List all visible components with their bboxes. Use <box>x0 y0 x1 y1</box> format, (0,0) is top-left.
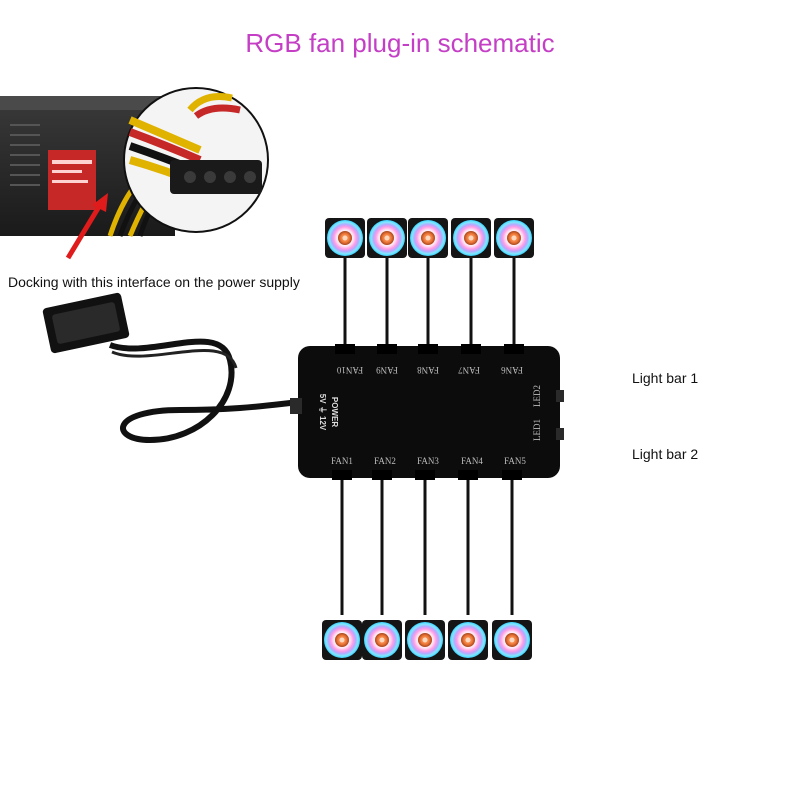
hub-power-cable <box>108 338 301 444</box>
rgb-fan-icon <box>451 218 491 258</box>
port-label-fan4: FAN4 <box>461 456 483 466</box>
rgb-fan-icon <box>492 620 532 660</box>
port-label-led1: LED1 <box>532 419 542 441</box>
top-fan-wires <box>343 255 516 350</box>
bottom-fans <box>322 620 532 660</box>
power-voltage-label: 5V ⏚ 12V <box>318 394 327 431</box>
port-label-fan6: FAN6 <box>501 365 523 375</box>
led1-jack <box>556 428 564 440</box>
rgb-fan-icon <box>367 218 407 258</box>
psu-vent-grille <box>10 124 40 186</box>
red-arrow-pointer <box>65 193 108 260</box>
rgb-fan-icon <box>362 620 402 660</box>
page-title: RGB fan plug-in schematic <box>245 28 555 58</box>
hub-power-jack <box>290 398 302 414</box>
port-label-fan10: FAN10 <box>336 365 363 375</box>
port-label-fan9: FAN9 <box>376 365 398 375</box>
port-label-fan1: FAN1 <box>331 456 353 466</box>
led2-jack <box>556 390 564 402</box>
bottom-fan-wires <box>340 478 514 615</box>
port-label-fan5: FAN5 <box>504 456 526 466</box>
port-label-fan7: FAN7 <box>458 365 480 375</box>
port-label-fan3: FAN3 <box>417 456 439 466</box>
top-fans <box>325 218 534 258</box>
top-port-connectors <box>335 344 524 354</box>
light-bar-1-label: Light bar 1 <box>632 370 699 386</box>
port-label-led2: LED2 <box>532 385 542 407</box>
rgb-fan-icon <box>408 218 448 258</box>
bottom-port-connectors <box>332 470 522 480</box>
molex-zoom-view <box>123 87 269 233</box>
psu-interface-caption: Docking with this interface on the power… <box>8 274 300 290</box>
rgb-fan-icon <box>325 218 365 258</box>
rgb-fan-icon <box>405 620 445 660</box>
rgb-fan-icon <box>322 620 362 660</box>
port-label-fan8: FAN8 <box>417 365 439 375</box>
hub-molex-plug <box>42 292 130 354</box>
power-label: POWER <box>330 397 339 427</box>
rgb-fan-icon <box>448 620 488 660</box>
port-label-fan2: FAN2 <box>374 456 396 466</box>
molex-connector <box>170 160 262 194</box>
fan-hub-controller: FAN10 FAN9 FAN8 FAN7 FAN6 FAN1 FAN2 FAN3… <box>290 344 564 480</box>
light-bar-2-label: Light bar 2 <box>632 446 699 462</box>
rgb-fan-icon <box>494 218 534 258</box>
